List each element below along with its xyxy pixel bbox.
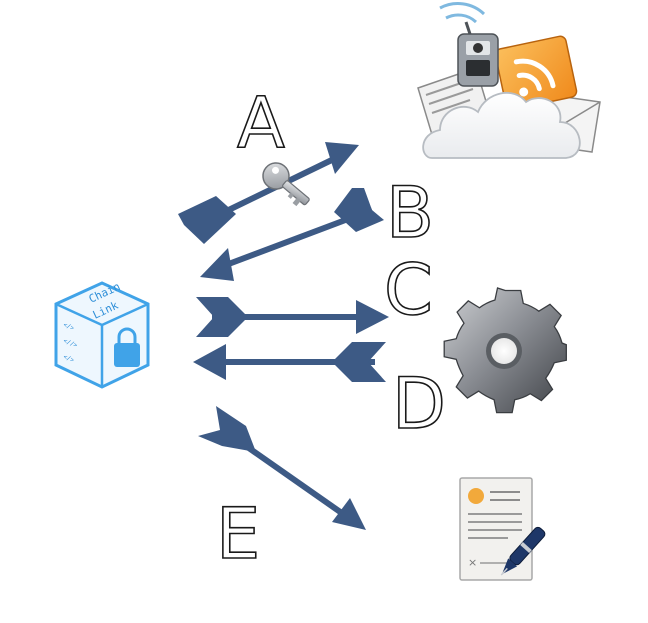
connection-arrows: [178, 142, 389, 530]
connection-label-d: D: [392, 363, 446, 445]
cube-code-line-1: </>: [62, 321, 75, 332]
contract-pen-icon: ×: [459, 477, 546, 581]
key-icon: [262, 162, 310, 207]
svg-text:×: ×: [468, 556, 477, 569]
padlock-icon: [114, 327, 140, 367]
chainlink-cube-icon: Chain Link </> <//> </>: [54, 280, 150, 389]
pen-icon: [500, 526, 546, 576]
arrow-d: [193, 342, 386, 382]
connection-label-a: A: [237, 82, 285, 164]
rss-icon: [494, 35, 578, 111]
arrow-b: [200, 188, 384, 281]
cloud-rss-mobile-mail-icon: [417, 2, 601, 159]
mobile-phone-icon: [439, 2, 499, 87]
arrow-c: [196, 297, 389, 337]
connection-label-e: E: [216, 493, 260, 575]
cloud-icon: [422, 92, 581, 159]
gear-icon: [443, 287, 567, 414]
cube-code-line-3: </>: [62, 353, 75, 364]
connection-label-c: C: [384, 249, 433, 331]
arrow-e: [198, 406, 366, 530]
connection-label-b: B: [386, 172, 434, 254]
